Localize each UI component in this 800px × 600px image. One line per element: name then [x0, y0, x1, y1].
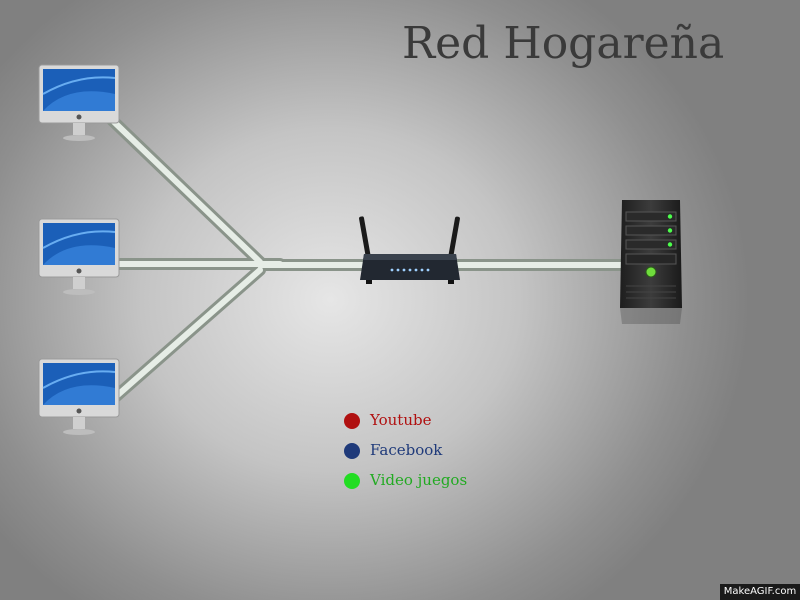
legend-dot-youtube	[344, 413, 360, 429]
legend-label-youtube: Youtube	[370, 411, 432, 429]
legend-dot-video-juegos	[344, 473, 360, 489]
computer-2-icon	[38, 218, 120, 295]
watermark: MakeAGIF.com	[720, 584, 800, 600]
legend-label-video-juegos: Video juegos	[370, 471, 468, 489]
legend-label-facebook: Facebook	[370, 441, 443, 459]
computer-3-icon	[38, 358, 120, 435]
legend-dot-facebook	[344, 443, 360, 459]
diagram-title: Red Hogareña	[402, 18, 725, 69]
computer-1-icon	[38, 64, 120, 141]
server-icon	[620, 200, 682, 324]
router-icon	[359, 216, 460, 284]
